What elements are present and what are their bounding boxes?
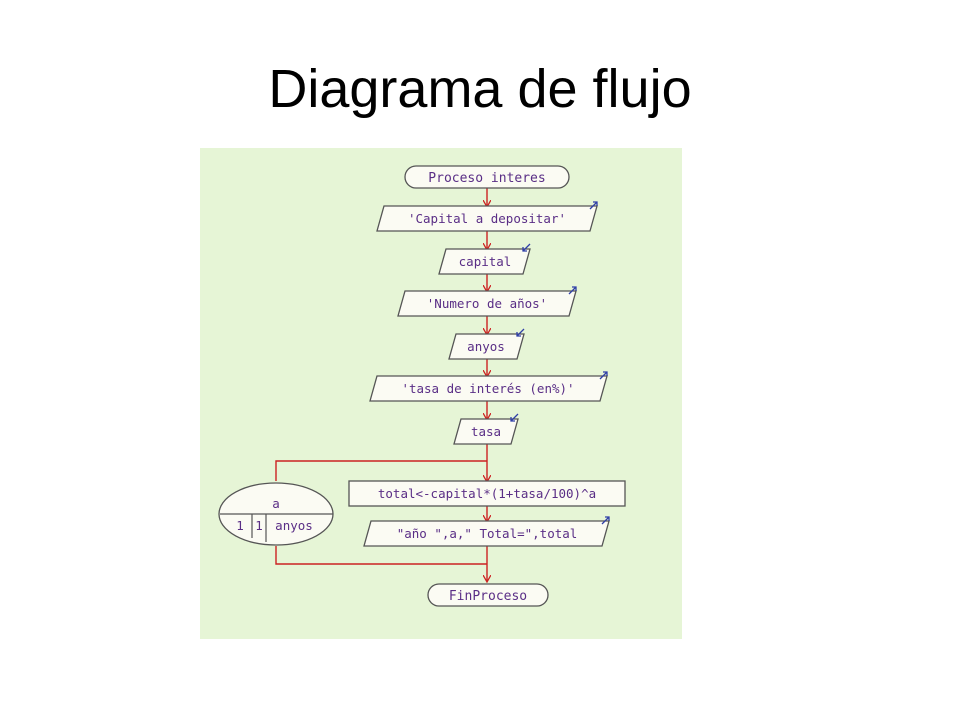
slide-title: Diagrama de flujo xyxy=(268,59,692,119)
step-6-label: tasa xyxy=(471,424,501,439)
step-input-years: anyos xyxy=(448,328,525,360)
loop-variable: a xyxy=(272,496,280,511)
body-2-label: "año ",a," Total=",total xyxy=(397,526,578,541)
start-terminator: Proceso interes xyxy=(404,165,570,189)
flowchart-panel: Proceso interes 'Capital a depositar' ca… xyxy=(200,148,682,639)
output-arrow-icon xyxy=(599,371,608,380)
output-arrow-icon xyxy=(601,516,610,525)
step-2-label: capital xyxy=(459,254,512,269)
loop-return-line xyxy=(275,546,487,565)
step-input-capital: capital xyxy=(438,243,531,275)
end-label: FinProceso xyxy=(449,589,527,604)
step-output-total: "año ",a," Total=",total xyxy=(363,516,610,547)
step-output-years-prompt: 'Numero de años' xyxy=(397,286,577,317)
output-arrow-icon xyxy=(589,201,598,210)
step-output-capital-prompt: 'Capital a depositar' xyxy=(376,201,598,232)
step-input-rate: tasa xyxy=(453,413,519,445)
output-arrow-icon xyxy=(568,286,577,295)
loop-end: anyos xyxy=(275,518,313,533)
flow-connectors xyxy=(275,188,487,581)
input-arrow-icon xyxy=(510,413,519,422)
start-label: Proceso interes xyxy=(428,171,545,186)
loop-for-symbol: a 1 1 anyos xyxy=(218,482,334,546)
flowchart-diagram: Proceso interes 'Capital a depositar' ca… xyxy=(218,165,626,607)
step-4-label: anyos xyxy=(467,339,505,354)
step-output-rate-prompt: 'tasa de interés (en%)' xyxy=(369,371,608,402)
end-terminator: FinProceso xyxy=(427,583,549,607)
loop-entry-line xyxy=(275,460,487,481)
loop-step: 1 xyxy=(255,518,263,533)
process-total-calc: total<-capital*(1+tasa/100)^a xyxy=(348,480,626,507)
step-3-label: 'Numero de años' xyxy=(427,296,547,311)
body-1-label: total<-capital*(1+tasa/100)^a xyxy=(378,486,596,501)
input-arrow-icon xyxy=(516,328,525,337)
input-arrow-icon xyxy=(522,243,531,252)
loop-start: 1 xyxy=(236,518,244,533)
step-5-label: 'tasa de interés (en%)' xyxy=(401,381,574,396)
step-1-label: 'Capital a depositar' xyxy=(408,211,566,226)
